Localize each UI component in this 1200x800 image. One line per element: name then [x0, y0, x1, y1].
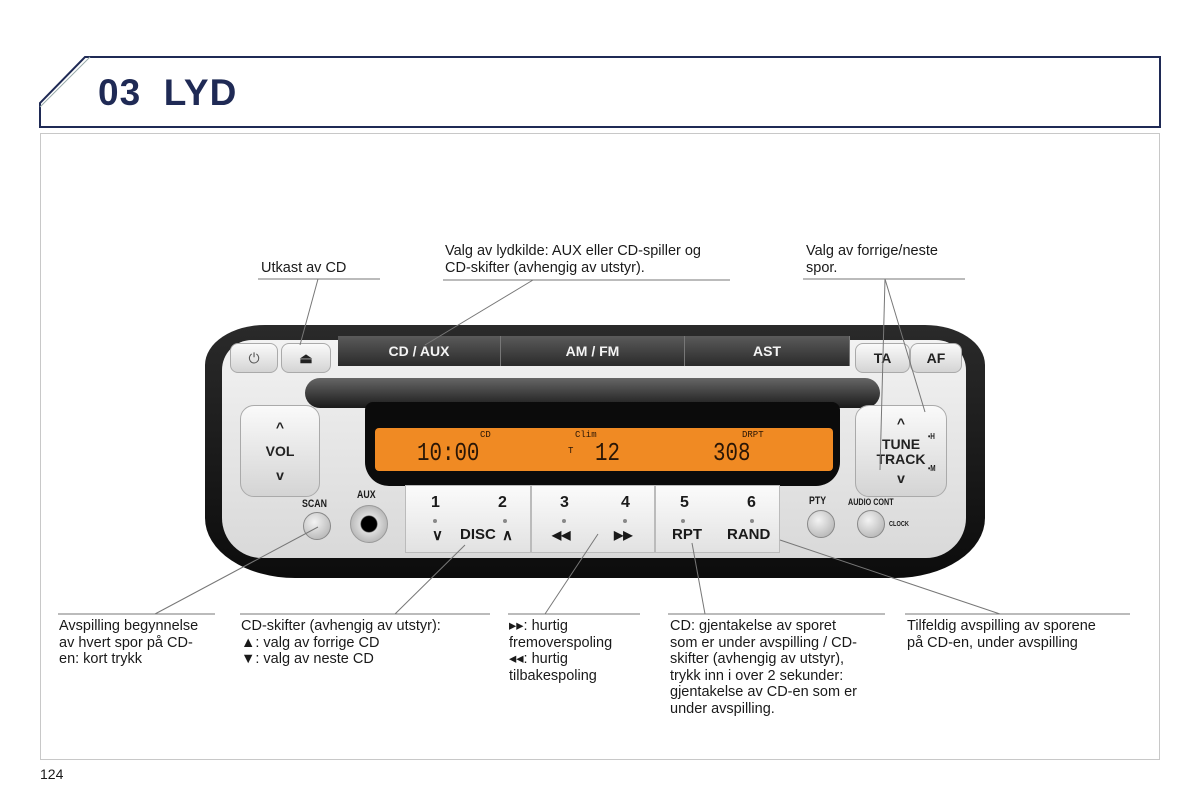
pty-label: PTY — [809, 495, 827, 507]
cd-aux-button[interactable]: CD / AUX — [338, 336, 501, 366]
callout-line: trykk inn i over 2 sekunder: — [670, 667, 844, 684]
aux-jack[interactable] — [350, 505, 388, 543]
callout-line: på CD-en, under avspilling — [907, 634, 1078, 651]
power-button[interactable]: ⏻ — [230, 343, 278, 373]
callout-line: ▼: valg av neste CD — [241, 651, 374, 667]
pty-button[interactable] — [807, 510, 835, 538]
tune-down-icon[interactable]: v — [897, 470, 905, 486]
volume-label: VOL — [265, 443, 295, 459]
callout-line: CD: gjentakelse av sporet — [670, 618, 837, 634]
am-fm-button[interactable]: AM / FM — [501, 336, 685, 366]
tune-h-label: •H — [928, 432, 935, 441]
callout-line: ◂◂: hurtig — [509, 651, 568, 667]
volume-rocker[interactable]: ^ VOL v — [240, 405, 320, 497]
tune-up-icon[interactable]: ^ — [896, 415, 906, 431]
callout-line: av hvert spor på CD- — [59, 634, 193, 651]
rand-label: RAND — [727, 526, 771, 543]
callout-line: fremoverspoling — [509, 634, 613, 651]
callout-line: Tilfeldig avspilling av sporene — [907, 618, 1096, 634]
callout-line: Valg av lydkilde: AUX eller CD-spiller o… — [445, 243, 702, 259]
clock-label: CLOCK — [889, 521, 909, 528]
callout-line: CD-skifter (avhengig av utstyr). — [445, 259, 645, 276]
callout-line: ▸▸: hurtig — [509, 618, 568, 634]
callout-line: under avspilling. — [670, 700, 775, 717]
display-time: 10:00 — [417, 438, 480, 468]
aux-label: AUX — [357, 489, 376, 501]
rpt-label: RPT — [672, 526, 702, 543]
callout-line: spor. — [806, 259, 838, 276]
display-cd: CD — [480, 430, 491, 440]
af-button[interactable]: AF — [910, 343, 962, 373]
scan-button[interactable] — [303, 512, 331, 540]
callout-line: skifter (avhengig av utstyr), — [670, 651, 845, 667]
display-clim: Clim — [575, 430, 597, 440]
callout-line: som er under avspilling / CD- — [670, 634, 857, 651]
disc-down-icon: ∨ — [432, 527, 443, 544]
callout-line: Valg av forrige/neste — [806, 243, 938, 259]
callout-line: CD-skifter (avhengig av utstyr): — [241, 618, 441, 634]
audio-cont-button[interactable] — [857, 510, 885, 538]
preset-group-1-2: 1 2 ∨ DISC ∧ — [405, 485, 531, 553]
callout-line: ▲: valg av forrige CD — [241, 634, 380, 651]
callout-eject: Utkast av CD — [261, 260, 347, 276]
display-temp: 12 — [595, 438, 620, 468]
header-frame — [39, 56, 1161, 128]
volume-down-icon[interactable]: v — [276, 467, 284, 483]
rewind-icon: ◀◀ — [552, 528, 571, 542]
preset-6-button[interactable]: 6 — [747, 494, 756, 511]
callout-line: gjentakelse av CD-en som er — [670, 684, 857, 700]
volume-up-icon[interactable]: ^ — [275, 419, 285, 435]
display-track: 308 — [713, 438, 751, 468]
tune-track-rocker[interactable]: ^ TUNE TRACK v — [855, 405, 947, 497]
preset-1-button[interactable]: 1 — [431, 494, 440, 511]
audio-cont-label: AUDIO CONT — [848, 497, 894, 507]
disc-label: DISC — [460, 526, 496, 543]
display-drpt: DRPT — [742, 430, 764, 440]
tune-label: TUNE — [881, 436, 921, 452]
preset-group-5-6: 5 6 RPT RAND — [655, 485, 780, 553]
power-icon: ⏻ — [248, 349, 260, 366]
tune-m-label: •M — [928, 464, 936, 473]
eject-button[interactable]: ⏏ — [281, 343, 331, 373]
eject-icon: ⏏ — [299, 349, 313, 366]
callout-line: en: kort trykk — [59, 651, 142, 667]
page-number: 124 — [40, 766, 64, 782]
fast-forward-icon: ▶▶ — [614, 528, 633, 542]
track-label: TRACK — [876, 451, 926, 467]
disc-up-icon: ∧ — [502, 527, 513, 544]
preset-2-button[interactable]: 2 — [498, 494, 507, 511]
scan-label: SCAN — [302, 498, 327, 510]
display-t: T — [568, 446, 574, 456]
page-title: 03 LYD — [98, 72, 238, 113]
callout-source: Valg av lydkilde: AUX eller CD-spiller o… — [445, 243, 701, 276]
preset-3-button[interactable]: 3 — [560, 494, 569, 511]
preset-group-3-4: 3 4 ◀◀ ▶▶ — [531, 485, 655, 553]
callout-line: Avspilling begynnelse — [59, 618, 199, 634]
lcd-display: 10:00 CD Clim T 12 DRPT 308 — [375, 428, 833, 471]
content-frame — [40, 133, 1160, 760]
callout-line: tilbakespoling — [509, 667, 597, 684]
preset-5-button[interactable]: 5 — [680, 494, 689, 511]
ast-button[interactable]: AST — [685, 336, 850, 366]
preset-4-button[interactable]: 4 — [621, 494, 630, 511]
callout-disc: CD-skifter (avhengig av utstyr):▲: valg … — [241, 618, 441, 668]
